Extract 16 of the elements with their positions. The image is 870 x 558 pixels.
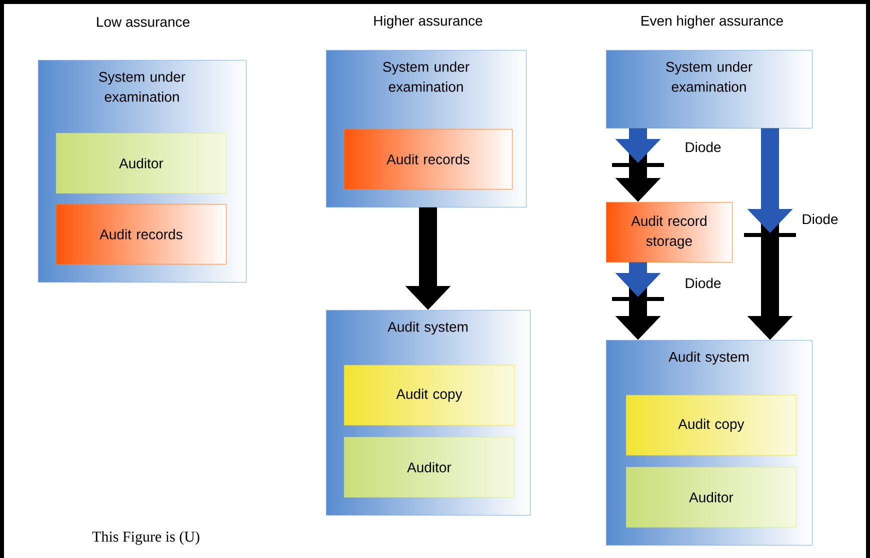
edge-label: Diode bbox=[684, 276, 722, 290]
component-box: Auditor bbox=[626, 467, 796, 528]
component-box: Audit records bbox=[56, 204, 226, 264]
edge-label: Diode bbox=[800, 212, 840, 226]
component-box: Auditor bbox=[56, 133, 226, 194]
column-heading: Low assurance bbox=[97, 17, 190, 27]
component-box: Audit records bbox=[344, 129, 512, 190]
system-panel: System under examination bbox=[606, 50, 812, 128]
edge-label: Diode bbox=[684, 140, 722, 154]
column-heading: Higher assurance bbox=[374, 15, 482, 29]
classification-note: This Figure is (U) bbox=[92, 531, 200, 545]
column-heading: Even higher assurance bbox=[642, 15, 783, 29]
component-box: Audit copy bbox=[344, 365, 514, 426]
component-box: Auditor bbox=[344, 437, 514, 498]
component-box: Audit copy bbox=[626, 395, 796, 456]
component-box: Audit record storage bbox=[606, 202, 732, 262]
